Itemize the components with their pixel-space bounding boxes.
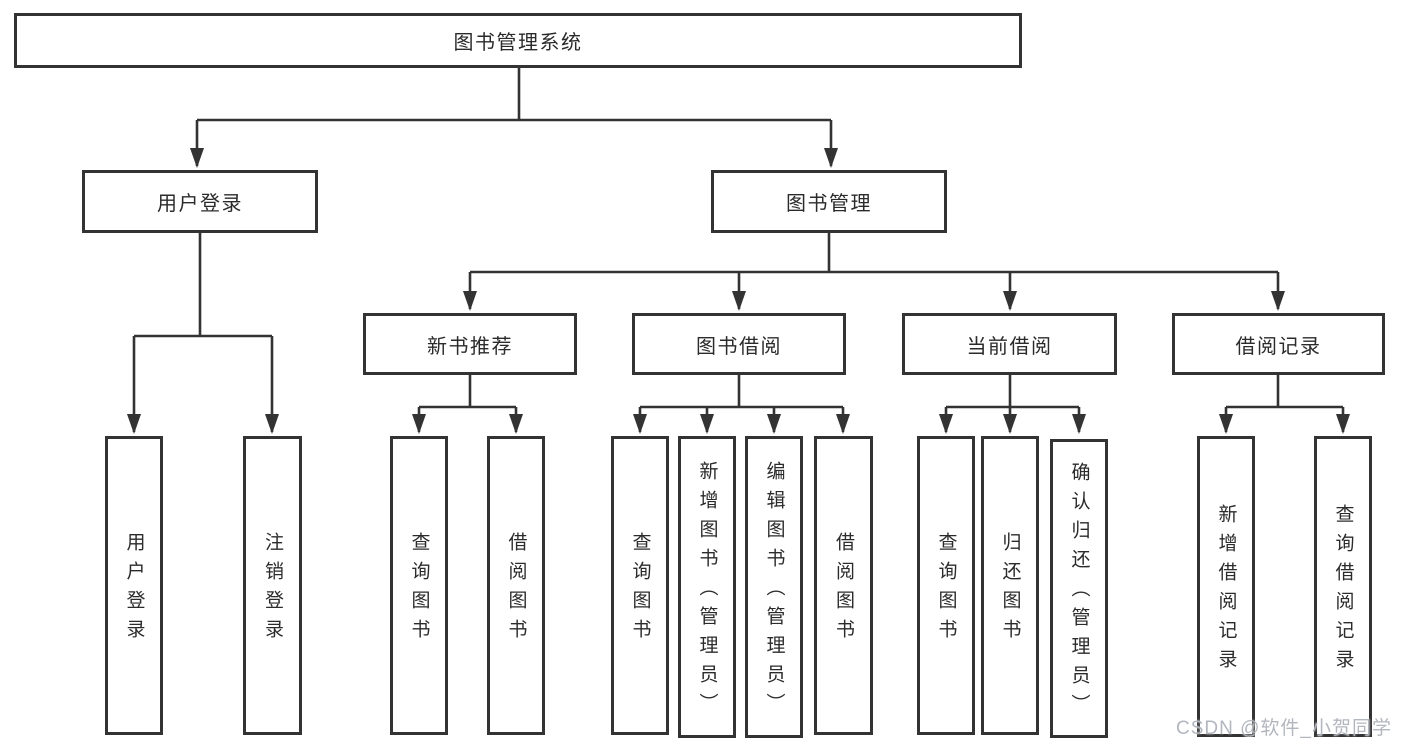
node-leaf-nb-borrow-book-label: 借阅图书 [505,531,527,648]
csdn-watermark: CSDN @软件_小贺同学 [1176,718,1392,739]
node-book-borrow-label: 图书借阅 [696,335,782,358]
node-current-borrow: 当前借阅 [902,313,1117,375]
node-new-book-recommend-label: 新书推荐 [427,335,513,358]
node-leaf-br-query-record: 查询借阅记录 [1314,436,1372,737]
node-leaf-bb-add-book-admin-label: 新增图书（管理员） [696,460,718,722]
node-leaf-cb-query-book-label: 查询图书 [935,531,957,648]
node-leaf-bb-query-book-label: 查询图书 [629,531,651,648]
node-leaf-bb-edit-book-admin-label: 编辑图书（管理员） [763,460,785,722]
node-leaf-nb-query-book-label: 查询图书 [408,531,430,648]
node-leaf-cb-confirm-return-admin-label: 确认归还（管理员） [1068,462,1090,723]
node-leaf-bb-query-book: 查询图书 [611,436,669,735]
node-user-login-label: 用户登录 [157,193,243,215]
connector-root-to-level2 [190,68,838,168]
node-leaf-br-add-record-label: 新增借阅记录 [1215,503,1237,678]
node-book-management-label: 图书管理 [786,193,872,215]
node-current-borrow-label: 当前借阅 [966,335,1053,358]
node-borrow-record: 借阅记录 [1172,313,1385,375]
node-book-borrow: 图书借阅 [632,313,846,375]
connector-user-login-children [127,233,279,434]
node-leaf-nb-borrow-book: 借阅图书 [487,436,545,735]
node-leaf-nb-query-book: 查询图书 [390,436,448,735]
node-user-login: 用户登录 [82,170,318,233]
connector-book-borrow-children [633,375,850,434]
connector-book-mgmt-children [463,233,1285,311]
node-leaf-bb-borrow-book-label: 借阅图书 [833,531,854,648]
node-leaf-bb-borrow-book: 借阅图书 [814,436,873,735]
node-leaf-cb-confirm-return-admin: 确认归还（管理员） [1050,439,1108,738]
node-leaf-cb-query-book: 查询图书 [917,436,975,735]
connector-borrow-record-children [1219,375,1350,434]
connector-current-borrow-children [939,375,1086,434]
node-leaf-logout: 注销登录 [243,436,302,735]
node-book-management: 图书管理 [711,170,947,233]
node-leaf-bb-add-book-admin: 新增图书（管理员） [678,436,736,738]
node-leaf-br-query-record-label: 查询借阅记录 [1332,503,1354,678]
node-leaf-br-add-record: 新增借阅记录 [1197,436,1255,737]
node-leaf-cb-return-book-label: 归还图书 [999,531,1021,648]
node-leaf-bb-edit-book-admin: 编辑图书（管理员） [745,436,803,738]
node-borrow-record-label: 借阅记录 [1235,335,1322,358]
node-leaf-user-login-label: 用户登录 [123,531,145,648]
node-leaf-user-login: 用户登录 [105,436,163,735]
node-leaf-logout-label: 注销登录 [262,531,283,648]
node-leaf-cb-return-book: 归还图书 [981,436,1039,735]
connector-new-book-children [412,375,523,434]
node-new-book-recommend: 新书推荐 [363,313,577,375]
node-root-label: 图书管理系统 [453,32,583,54]
node-root-library-system: 图书管理系统 [14,13,1022,68]
